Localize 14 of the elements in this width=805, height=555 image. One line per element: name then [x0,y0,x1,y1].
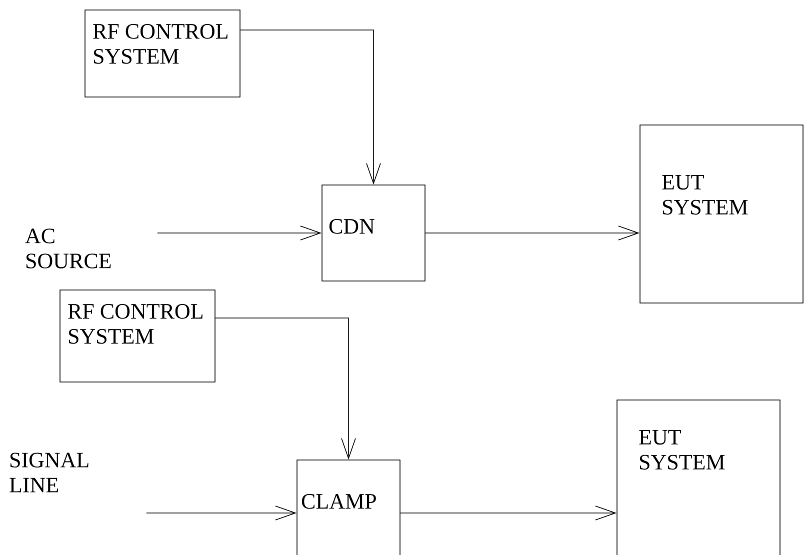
arrow [425,226,640,240]
control-system-box: RF CONTROL SYSTEM [60,290,216,382]
arrow [400,506,617,520]
eut-box: EUT SYSTEM [616,400,780,555]
source-label: AC SOURCE [25,228,111,268]
control-system-box: RF CONTROL SYSTEM [84,10,240,98]
line-label: SIGNAL LINE [10,452,88,492]
coupling-box: CDN [322,184,426,282]
arrow [240,30,381,185]
arrow [157,226,322,240]
arrow [146,506,297,520]
arrow [215,318,356,460]
clamp-box: CLAMP [296,460,400,555]
eut-box: EUT SYSTEM [640,124,804,304]
